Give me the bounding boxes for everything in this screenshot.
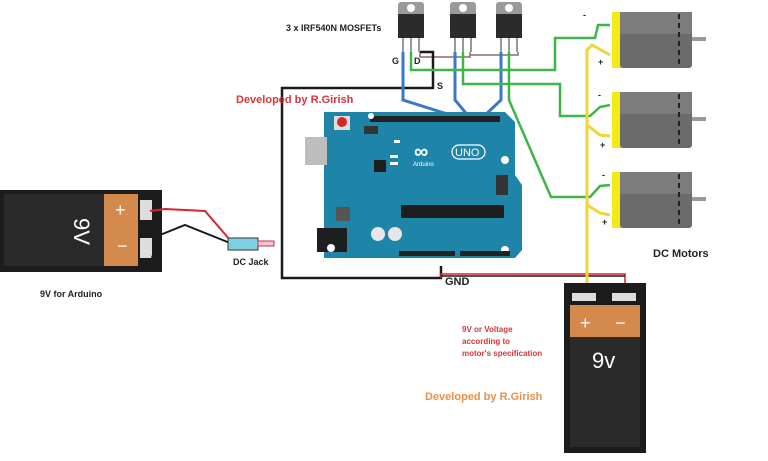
motor-2-plus: + <box>600 140 606 150</box>
battery-arduino: + − 9V <box>0 190 162 272</box>
arduino-battery-red-wire <box>149 207 231 241</box>
dc-motor-2 <box>612 92 706 148</box>
dc-jack-label: DC Jack <box>233 257 269 267</box>
motor-1-minus: - <box>583 10 586 20</box>
pin-g-label: G <box>392 56 400 66</box>
drain-wire-1 <box>409 23 610 72</box>
credit-bottom: Developed by R.Girish <box>425 391 543 403</box>
mosfet-1 <box>398 2 424 52</box>
battery-right-label: 9v <box>592 348 615 373</box>
motor-battery-note-line3: motor's specification <box>462 349 543 358</box>
motor-3-plus: + <box>602 217 608 227</box>
svg-text:−: − <box>117 236 128 256</box>
svg-text:+: + <box>115 200 126 220</box>
mosfet-3 <box>496 2 522 52</box>
dc-motor-3 <box>612 172 706 228</box>
pin-d-label: D <box>414 56 421 66</box>
dc-jack-connector <box>227 237 259 251</box>
mosfet-title: 3 x IRF540N MOSFETs <box>286 23 382 33</box>
motor-2-minus: - <box>598 90 601 100</box>
svg-text:∞: ∞ <box>414 141 428 163</box>
arduino-uno-board: ∞ UNO Arduino <box>305 112 522 258</box>
dc-motors-label: DC Motors <box>653 248 709 260</box>
battery-left-label: 9V <box>69 218 94 245</box>
arduino-brand-text: Arduino <box>413 162 434 168</box>
motor-1-plus: + <box>598 57 604 67</box>
arduino-model-text: UNO <box>455 147 480 159</box>
drain-wire-3 <box>507 52 611 199</box>
mosfet-2 <box>450 2 476 52</box>
motor-battery-note-line1: 9V or Voltage <box>462 325 513 334</box>
battery-arduino-label: 9V for Arduino <box>40 289 103 299</box>
drain-wire-2 <box>461 52 611 118</box>
pin-s-label: S <box>437 81 444 91</box>
svg-text:−: − <box>615 313 626 333</box>
positive-bus-wire <box>585 43 611 290</box>
gnd-label: GND <box>445 276 470 288</box>
motor-battery-note-line2: according to <box>462 337 511 346</box>
credit-top: Developed by R.Girish <box>236 94 354 106</box>
motor-3-minus: - <box>602 170 605 180</box>
svg-text:+: + <box>580 313 591 333</box>
dc-motor-1 <box>612 12 706 68</box>
battery-motor: + − 9v <box>564 283 646 453</box>
arduino-battery-black-wire <box>151 223 231 259</box>
